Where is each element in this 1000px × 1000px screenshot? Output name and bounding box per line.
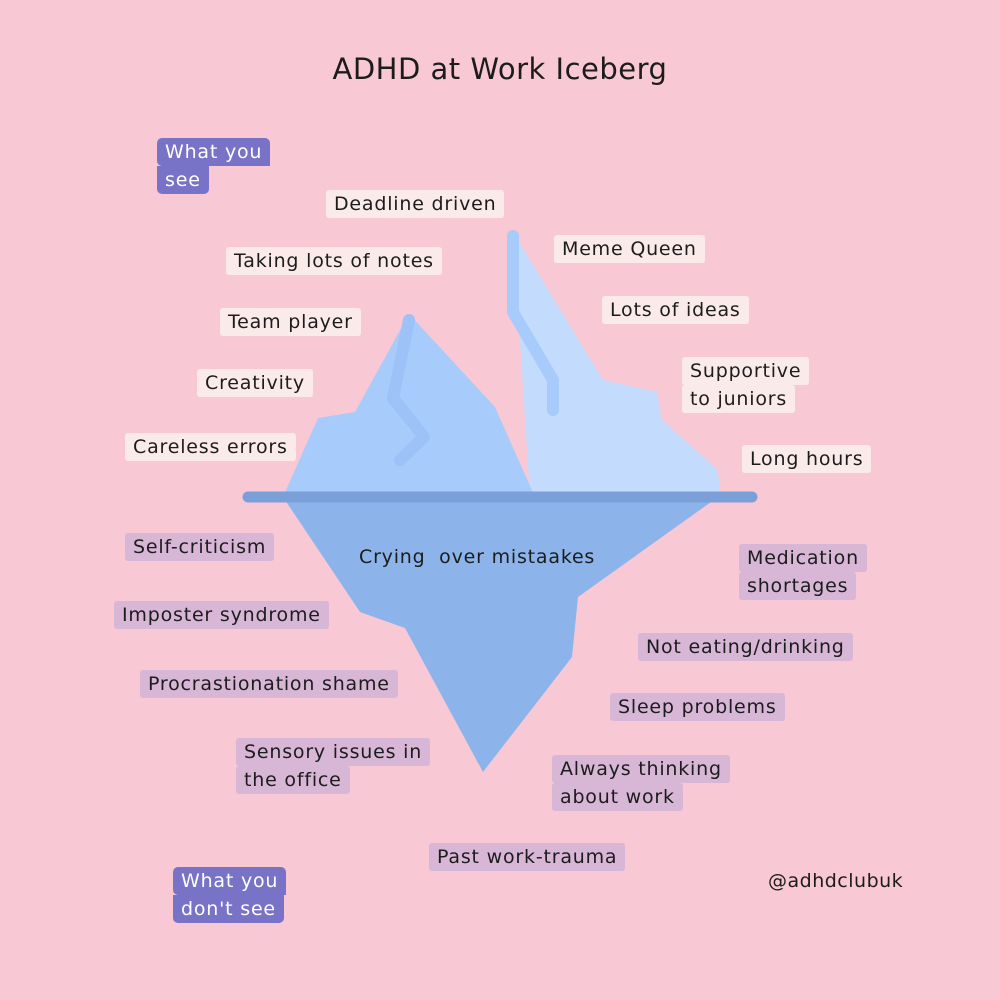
label-sensory-issues: Sensory issues in the office — [236, 738, 431, 794]
label-crying-over-mistakes: Crying over mistaakes — [359, 546, 596, 568]
legend-what-you-see: What you see — [157, 138, 271, 194]
label-past-work-trauma: Past work-trauma — [429, 843, 626, 871]
label-meme-queen: Meme Queen — [554, 235, 705, 263]
page-title: ADHD at Work Iceberg — [332, 52, 668, 86]
label-imposter-syndrome: Imposter syndrome — [114, 601, 329, 629]
iceberg-tip-front — [283, 314, 535, 497]
label-always-thinking: Always thinking about work — [552, 755, 730, 811]
label-team-player: Team player — [220, 308, 361, 336]
iceberg-crack-front — [387, 314, 430, 466]
label-medication-shortages: Medication shortages — [739, 544, 867, 600]
label-self-criticism: Self-criticism — [125, 533, 275, 561]
label-supportive-to-juniors: Supportive to juniors — [682, 357, 810, 413]
label-creativity: Creativity — [197, 369, 313, 397]
label-careless-errors: Careless errors — [125, 433, 296, 461]
label-procrastination-shame: Procrastionation shame — [140, 670, 398, 698]
social-handle: @adhdclubuk — [768, 870, 904, 892]
label-taking-lots-of-notes: Taking lots of notes — [226, 247, 442, 275]
label-deadline-driven: Deadline driven — [326, 190, 505, 218]
label-sleep-problems: Sleep problems — [610, 693, 785, 721]
iceberg-underwater — [283, 497, 718, 772]
label-long-hours: Long hours — [742, 445, 872, 473]
iceberg-tip-back — [513, 232, 720, 497]
legend-what-you-dont-see: What you don't see — [173, 867, 287, 923]
label-not-eating-drinking: Not eating/drinking — [638, 633, 853, 661]
iceberg-crack-back — [507, 230, 559, 416]
label-lots-of-ideas: Lots of ideas — [602, 296, 749, 324]
